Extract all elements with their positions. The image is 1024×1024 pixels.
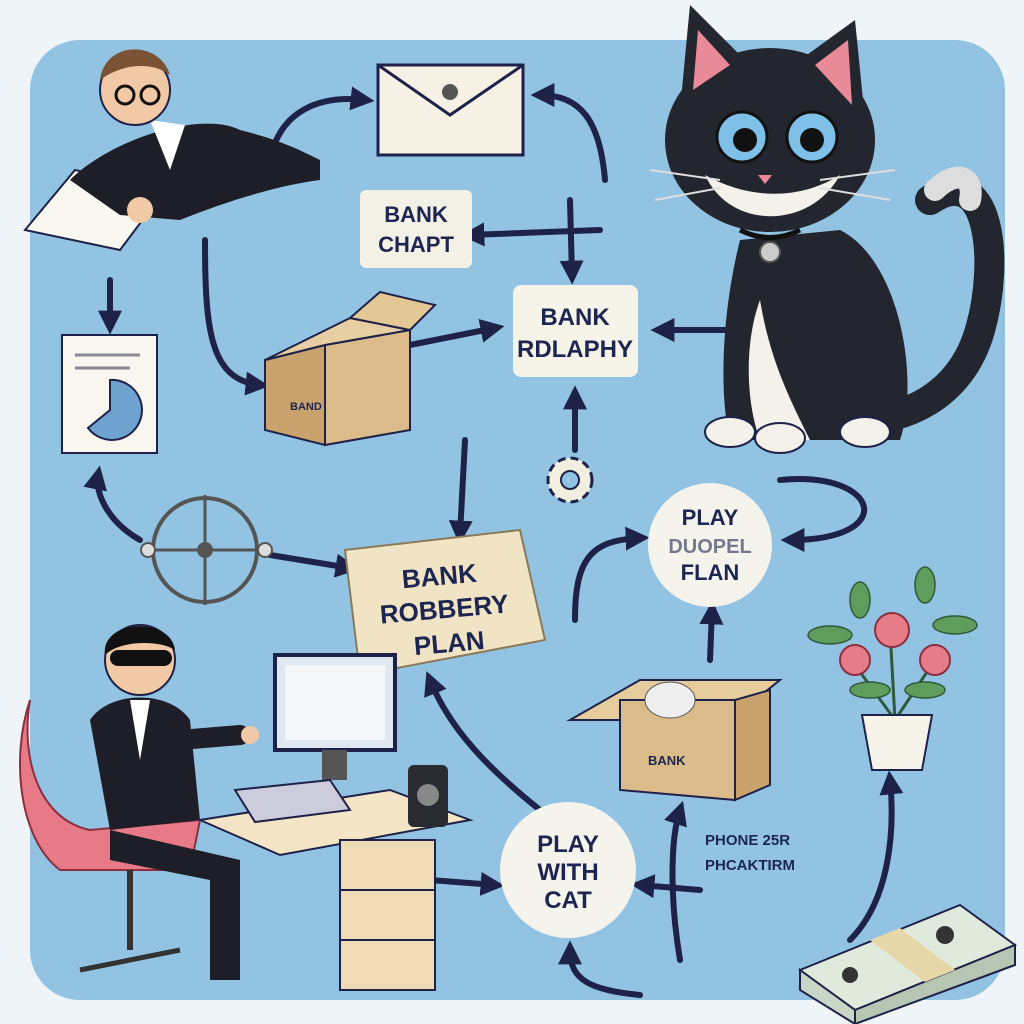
- bank-roadmap-card: BANK RDLAPHY: [513, 285, 638, 377]
- bubble-text: PLAY: [682, 505, 739, 530]
- rose-plant-icon: [807, 566, 978, 771]
- bubble-text: DUOPEL: [668, 536, 751, 558]
- bubble-text: PLAY: [537, 831, 599, 858]
- envelope-icon: [376, 63, 525, 157]
- black-cat-figure: [649, 5, 1005, 454]
- card-text: CHAPT: [378, 232, 454, 257]
- phone-text: PHCAKTIRM: [705, 857, 795, 874]
- gear-icon: [546, 456, 594, 504]
- card-text: BANK: [384, 202, 448, 227]
- money-stack-icon: [797, 903, 1018, 1024]
- man-reading-plans-figure: [23, 49, 320, 252]
- bank-robbery-plan-card: BANK ROBBERY PLAN: [343, 528, 547, 677]
- bubble-text: CAT: [544, 887, 592, 914]
- box-text: BANK: [648, 753, 686, 768]
- connector-arrows: [83, 83, 904, 998]
- bubble-text: FLAN: [681, 560, 740, 585]
- card-text: PLAN: [413, 625, 486, 661]
- bubble-text: WITH: [537, 859, 598, 886]
- desk-computer-icon: [196, 653, 474, 991]
- robber-at-computer-figure: [19, 624, 259, 980]
- card-text: BANK: [540, 304, 610, 331]
- play-with-cat-bubble: PLAY WITH CAT: [500, 802, 636, 938]
- card-text: RDLAPHY: [517, 336, 633, 363]
- play-plan-bubble: PLAY DUOPEL FLAN: [648, 483, 772, 607]
- safe-dial-icon: [140, 495, 273, 605]
- chart-document-icon: [61, 334, 158, 454]
- open-box-icon: BANK: [566, 679, 783, 802]
- card-text: BANK: [400, 558, 478, 594]
- bank-chart-card: BANK CHAPT: [360, 190, 472, 268]
- box-text: BAND: [290, 401, 322, 413]
- phone-text: PHONE 25R: [705, 832, 790, 849]
- cardboard-box-icon: BAND: [264, 290, 437, 447]
